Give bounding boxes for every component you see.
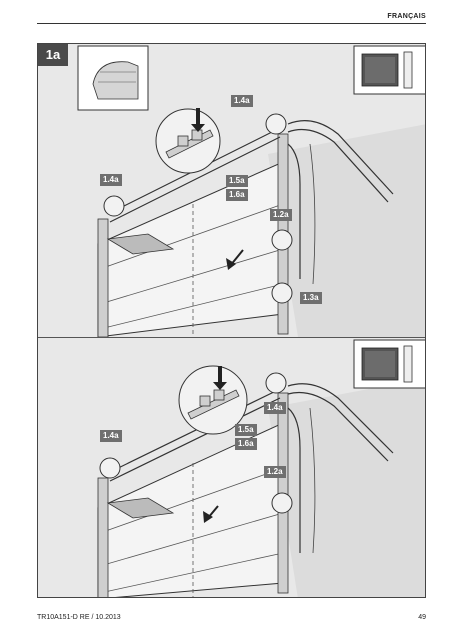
panel-divider	[38, 337, 425, 338]
tag-label: 1.2a	[270, 209, 292, 221]
tag-label: 1.3a	[300, 292, 322, 304]
tag-label: 1.2a	[264, 466, 286, 478]
header-divider	[37, 23, 426, 24]
top-panel-illustration	[38, 44, 425, 337]
tag-label: 1.5a	[226, 175, 248, 187]
figure-label: 1a	[38, 44, 68, 66]
language-header: FRANÇAIS	[387, 13, 426, 20]
tag-label: 1.6a	[226, 189, 248, 201]
tag-label: 1.4a	[100, 174, 122, 186]
tag-label: 1.4a	[264, 402, 286, 414]
page-number: 49	[418, 614, 426, 621]
tag-label: 1.5a	[235, 424, 257, 436]
tag-label: 1.6a	[235, 438, 257, 450]
bottom-panel-illustration	[38, 338, 425, 597]
document-code: TR10A151-D RE / 10.2013	[37, 614, 121, 621]
tag-label: 1.4a	[100, 430, 122, 442]
tag-label: 1.4a	[231, 95, 253, 107]
instruction-figure: 1a 1.4a 1.4a 1.5a 1.6a 1.2a 1.3a	[37, 43, 426, 598]
